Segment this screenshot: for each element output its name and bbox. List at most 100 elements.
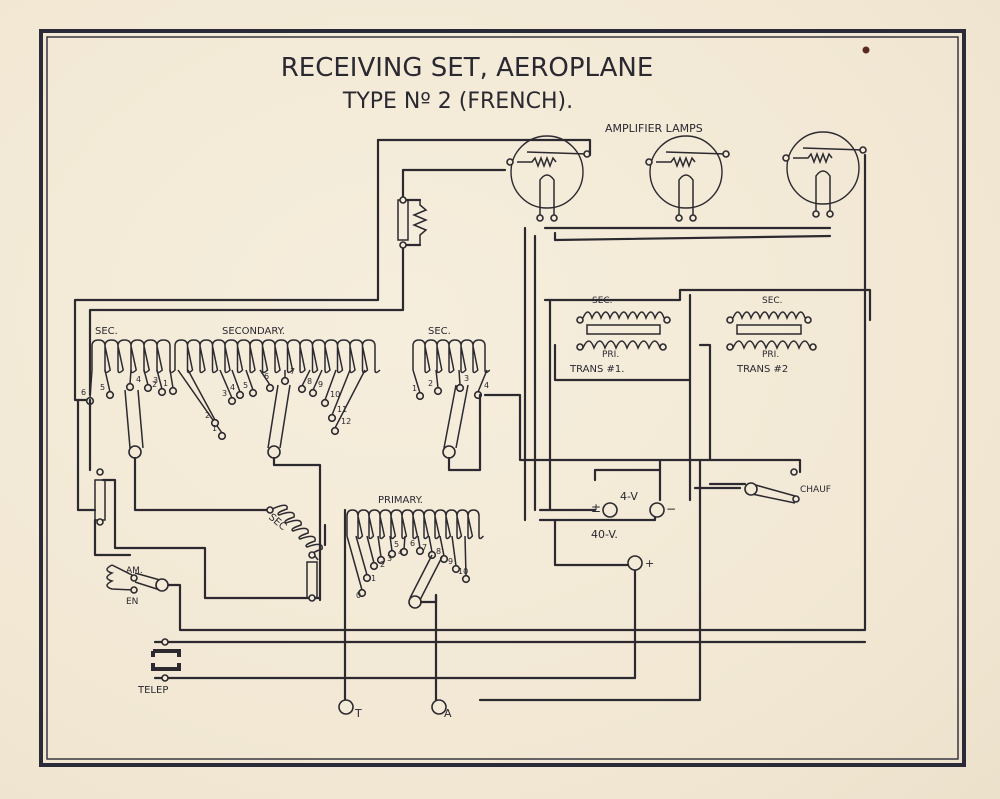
transformer-secondary-winding	[732, 311, 806, 321]
tap-terminal	[125, 382, 135, 392]
lamp-bulb	[786, 131, 860, 205]
lamp-grid	[517, 155, 557, 169]
secondary-label: SECONDARY.	[222, 326, 285, 337]
chauf-switch	[708, 468, 800, 504]
sec-left-tap-label: 2	[152, 380, 157, 389]
tap-wire	[428, 535, 433, 553]
tap-wire	[464, 535, 467, 577]
secondary-tap-label: 11	[337, 405, 347, 414]
amplifier-lamp-1	[506, 135, 591, 222]
tap-terminal	[387, 549, 397, 559]
transformer-terminal	[576, 343, 584, 351]
lamp-grid	[656, 155, 696, 169]
primary-tap-label: 0	[356, 591, 361, 600]
tap-terminal	[461, 574, 471, 584]
secondary-tap-label: 3	[222, 389, 227, 398]
tap-terminal	[265, 383, 275, 393]
trans1-sec-label: SEC.	[592, 296, 613, 306]
tap-terminal	[105, 390, 115, 400]
primary-switch-arm	[408, 554, 443, 609]
chauf-label: CHAUF	[800, 485, 831, 495]
amplifier-lamps-label: AMPLIFIER LAMPS	[605, 122, 703, 135]
main-wiring	[76, 153, 872, 702]
tap-terminal	[308, 388, 318, 398]
transformer-terminal	[809, 343, 817, 351]
sec-right-tap-label: 4	[484, 381, 489, 390]
double-frame-border	[39, 29, 966, 767]
tap-wire	[89, 369, 93, 399]
lamp-plate	[802, 147, 864, 151]
sec-right-label: SEC.	[428, 326, 451, 337]
tap-terminal	[369, 561, 379, 571]
tap-wire	[219, 369, 233, 399]
tap-terminal	[376, 555, 386, 565]
filament-terminal	[675, 214, 683, 222]
tap-terminal	[320, 398, 330, 408]
primary-tap-label: 8	[436, 547, 441, 556]
tap-terminal	[297, 384, 307, 394]
lower-sec-terminal	[266, 506, 274, 514]
tap-terminal	[168, 386, 178, 396]
transformer-core	[586, 324, 661, 335]
transformer-terminal	[659, 343, 667, 351]
coil-winding	[91, 339, 176, 374]
amplifier-lamp-2	[645, 135, 730, 222]
lamp-plate	[665, 151, 727, 155]
tap-terminal	[280, 376, 290, 386]
secondary-tap-label: 6	[264, 372, 269, 381]
sec-left-tap-label: 3	[153, 376, 158, 385]
secondary-coil	[174, 339, 381, 441]
tap-terminal	[362, 573, 372, 583]
lamp-filament	[815, 170, 831, 213]
tap-wire	[334, 369, 366, 429]
primary-tap-label: 7	[422, 543, 427, 552]
tap-terminal	[235, 390, 245, 400]
secondary-tap-label: 2	[205, 411, 210, 420]
tap-wire	[259, 369, 271, 386]
switch-arms-upper	[124, 384, 469, 459]
secondary-tap-label: 1	[212, 424, 217, 433]
secondary-tap-label: 12	[341, 417, 351, 426]
transformer-1	[576, 311, 671, 351]
trans1-pri-label: PRI.	[602, 350, 619, 360]
title-line-1: RECEIVING SET, AEROPLANE	[281, 53, 654, 83]
minus-sign: −	[666, 502, 676, 516]
sec-right-switch-knob	[442, 445, 456, 459]
transformer-terminal	[726, 316, 734, 324]
tap-terminal	[248, 388, 258, 398]
sec-right-tap-label: 1	[412, 384, 417, 393]
coil-winding	[412, 339, 491, 374]
secondary-tap-label: 4	[230, 383, 235, 392]
lamp-filament	[678, 174, 694, 217]
plate-terminal	[722, 150, 730, 158]
lamp-filament	[539, 174, 555, 217]
trans2-label: TRANS #2	[736, 364, 788, 375]
tap-wire	[231, 369, 241, 393]
transformer-terminal	[804, 316, 812, 324]
sec-left-switch-knob	[128, 445, 142, 459]
transformer-secondary-winding	[582, 311, 665, 321]
sec-right-tap-label: 2	[428, 379, 433, 388]
coil-winding	[174, 339, 381, 374]
sec-left-coil	[85, 339, 178, 406]
tap-wire	[324, 369, 337, 401]
sec-left-label: SEC.	[95, 326, 118, 337]
terminal-t-label: T	[354, 707, 362, 720]
tap-wire	[104, 369, 111, 393]
tap-wire	[156, 369, 163, 390]
grid-terminal	[506, 158, 514, 166]
trans2-sec-label: SEC.	[762, 296, 783, 306]
ink-spot	[862, 46, 870, 54]
secondary-tap-label: 10	[330, 390, 340, 399]
condenser-lower-sec	[306, 551, 318, 602]
tap-wire	[169, 369, 174, 389]
battery-40v-label: 40-V.	[591, 528, 618, 541]
secondary-switch-knob	[267, 445, 281, 459]
tap-wire	[389, 535, 393, 552]
battery-4v-negative	[649, 502, 665, 518]
terminal-t	[338, 699, 354, 715]
tap-terminal	[210, 418, 220, 428]
primary-tap-label: 3	[387, 554, 392, 563]
lamp-filament-bus	[523, 226, 832, 522]
